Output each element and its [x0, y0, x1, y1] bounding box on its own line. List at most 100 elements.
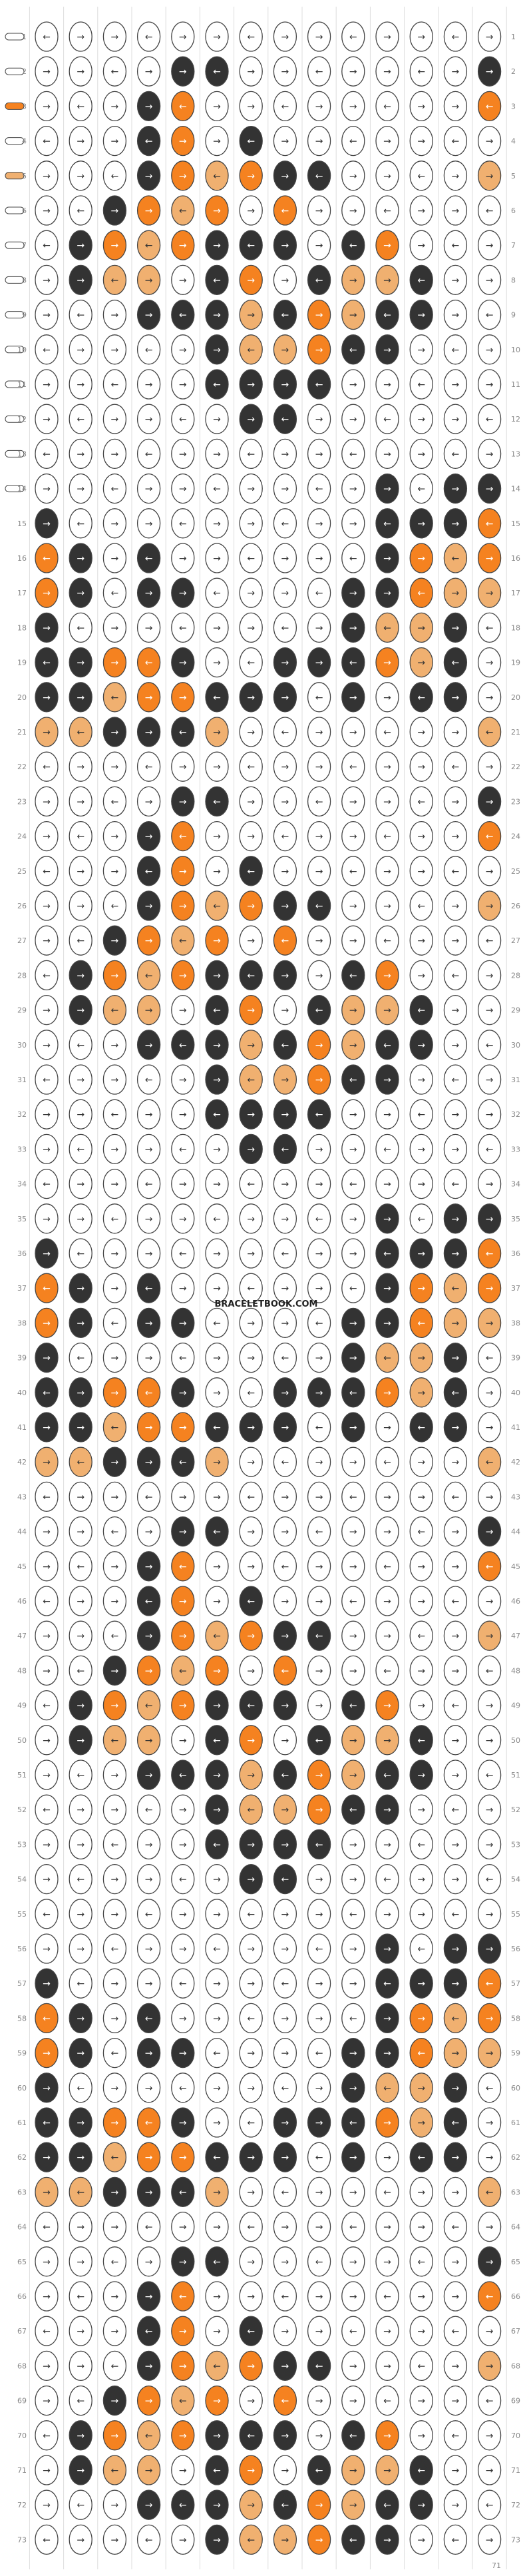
- knot-arrow-icon: →: [486, 1631, 494, 1642]
- knot-arrow-icon: ←: [417, 1944, 425, 1955]
- knot-arrow-icon: →: [179, 1631, 187, 1642]
- knot-arrow-icon: →: [349, 1457, 357, 1468]
- knot-arrow-icon: →: [383, 553, 391, 564]
- knot: [409, 369, 433, 400]
- row-number-right: 36: [511, 1249, 520, 1258]
- knot-arrow-icon: ←: [247, 1388, 255, 1399]
- knot-arrow-icon: →: [247, 2187, 255, 2198]
- knot-arrow-icon: ←: [383, 101, 391, 112]
- knot-arrow-icon: →: [145, 484, 153, 495]
- string-chip: [5, 380, 25, 388]
- knot-arrow-icon: ←: [383, 310, 391, 321]
- knot-arrow-icon: →: [486, 240, 494, 251]
- knot: [205, 647, 229, 678]
- knot: [102, 161, 127, 191]
- knot-arrow-icon: →: [281, 67, 289, 77]
- knot: [171, 543, 195, 573]
- knot: [443, 334, 468, 365]
- knot-arrow-icon: →: [77, 901, 85, 912]
- row-number-right: 58: [511, 2014, 520, 2023]
- knot-arrow-icon: ←: [43, 658, 51, 669]
- knot-arrow-icon: →: [213, 1805, 221, 1815]
- knot-arrow-icon: ←: [349, 240, 357, 251]
- knot: [375, 438, 399, 470]
- row-number-left: 42: [17, 1458, 27, 1466]
- knot-arrow-icon: →: [213, 2396, 221, 2407]
- knot-arrow-icon: ←: [315, 1110, 323, 1120]
- knot: [239, 925, 263, 956]
- knot-arrow-icon: →: [315, 553, 323, 564]
- knot-arrow-icon: →: [213, 970, 221, 981]
- row-number-right: 10: [511, 346, 520, 354]
- knot-arrow-icon: →: [383, 1388, 391, 1399]
- knot: [102, 577, 127, 608]
- knot-arrow-icon: ←: [417, 1423, 425, 1433]
- knot: [69, 543, 92, 573]
- knot-arrow-icon: →: [486, 32, 494, 43]
- knot-arrow-icon: →: [213, 936, 221, 946]
- knot-arrow-icon: →: [281, 449, 289, 460]
- knot-arrow-icon: →: [452, 832, 460, 842]
- knot: [239, 195, 263, 226]
- knot-arrow-icon: ←: [43, 2013, 51, 2024]
- knot-arrow-icon: →: [452, 206, 460, 216]
- knot: [375, 299, 399, 330]
- knot-arrow-icon: ←: [213, 1944, 221, 1955]
- knot-arrow-icon: →: [77, 2465, 85, 2476]
- knot-arrow-icon: →: [417, 936, 425, 946]
- knot-arrow-icon: →: [145, 2083, 153, 2094]
- row-number-right: 55: [511, 1910, 520, 1919]
- knot-arrow-icon: ←: [383, 936, 391, 946]
- knot-arrow-icon: →: [349, 1875, 357, 1885]
- knot: [273, 1064, 297, 1095]
- knot: [443, 91, 468, 122]
- knot: [35, 1064, 59, 1095]
- string-chip: [5, 137, 25, 145]
- string-chip: [5, 206, 25, 214]
- knot-arrow-icon: →: [417, 1075, 425, 1086]
- knot-arrow-icon: →: [281, 866, 289, 877]
- knot: [102, 125, 127, 157]
- knot-arrow-icon: ←: [452, 762, 460, 773]
- knot-arrow-icon: →: [281, 137, 289, 147]
- knot-arrow-icon: →: [315, 1666, 323, 1676]
- knot-arrow-icon: ←: [111, 1318, 119, 1329]
- knot-arrow-icon: →: [417, 1701, 425, 1712]
- knot: [443, 1168, 468, 1199]
- knot-arrow-icon: →: [247, 414, 255, 425]
- knot-arrow-icon: ←: [247, 2431, 255, 2441]
- knot-arrow-icon: →: [43, 1318, 51, 1329]
- knot: [409, 612, 433, 643]
- knot-arrow-icon: ←: [213, 1839, 221, 1850]
- knot-arrow-icon: →: [145, 414, 153, 425]
- knot: [273, 230, 297, 260]
- knot-arrow-icon: ←: [452, 1805, 460, 1815]
- knot-arrow-icon: ←: [77, 1040, 85, 1051]
- knot-arrow-icon: →: [77, 380, 85, 390]
- knot: [409, 1203, 433, 1234]
- knot: [69, 230, 92, 260]
- knot-arrow-icon: →: [145, 2049, 153, 2059]
- knot: [477, 751, 502, 782]
- knot: [273, 717, 297, 747]
- row-number-left: 16: [17, 554, 27, 563]
- knot: [205, 264, 229, 296]
- knot: [273, 751, 297, 782]
- knot-arrow-icon: →: [145, 206, 153, 216]
- knot: [307, 682, 331, 713]
- knot: [171, 438, 195, 470]
- knot-arrow-icon: ←: [111, 1839, 119, 1850]
- knot-arrow-icon: →: [247, 1214, 255, 1225]
- knot-arrow-icon: →: [179, 1110, 187, 1120]
- knot-arrow-icon: →: [486, 1214, 494, 1225]
- knot-arrow-icon: →: [145, 2396, 153, 2407]
- knot: [102, 473, 127, 504]
- knot: [205, 751, 229, 782]
- knot: [171, 1099, 195, 1129]
- knot-arrow-icon: →: [213, 1562, 221, 1572]
- knot-arrow-icon: →: [145, 2292, 153, 2302]
- knot: [375, 404, 399, 434]
- knot: [69, 751, 92, 782]
- knot-arrow-icon: →: [452, 2361, 460, 2372]
- knot-arrow-icon: ←: [247, 1701, 255, 1712]
